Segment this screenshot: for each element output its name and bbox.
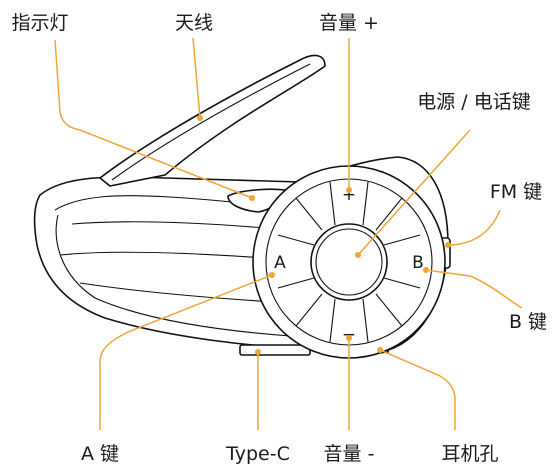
leader-type-c-dot xyxy=(255,349,261,355)
leader-b-key xyxy=(425,269,523,309)
a-key-button-mark[interactable]: A xyxy=(274,253,286,273)
label-indicator: 指示灯 xyxy=(11,12,68,34)
label-antenna: 天线 xyxy=(175,12,213,34)
leader-lines xyxy=(54,37,523,430)
label-volume-up: 音量 + xyxy=(319,12,379,34)
label-a-key: A 键 xyxy=(81,443,119,465)
antenna-part xyxy=(99,54,326,187)
leader-power xyxy=(357,129,471,256)
leader-indicator-dot xyxy=(249,195,255,201)
leader-antenna xyxy=(192,37,201,119)
leader-fm-dot xyxy=(445,242,451,248)
leader-earphone-jack-dot xyxy=(377,347,383,353)
leader-antenna-dot xyxy=(197,115,203,121)
label-power-phone: 电源 / 电话键 xyxy=(417,91,530,113)
type-c-port xyxy=(239,344,311,356)
label-volume-down: 音量 - xyxy=(324,443,375,465)
leader-fm xyxy=(447,209,501,246)
leader-volume-up-dot xyxy=(346,187,352,193)
b-key-button-mark[interactable]: B xyxy=(412,253,424,273)
label-fm-key: FM 键 xyxy=(490,181,542,203)
leader-earphone-jack xyxy=(379,349,456,430)
label-earphone-jack: 耳机孔 xyxy=(441,443,498,465)
leader-volume-down-dot xyxy=(346,335,352,341)
volume-up-button-mark[interactable]: + xyxy=(342,185,356,205)
label-b-key: B 键 xyxy=(509,311,547,333)
power-phone-button-ring xyxy=(315,228,383,296)
label-type-c: Type-C xyxy=(225,443,290,465)
leader-b-key-dot xyxy=(423,267,429,273)
leader-power-dot xyxy=(355,252,361,258)
leader-a-key xyxy=(99,274,273,430)
leader-a-key-dot xyxy=(269,272,275,278)
leader-indicator xyxy=(54,39,253,199)
